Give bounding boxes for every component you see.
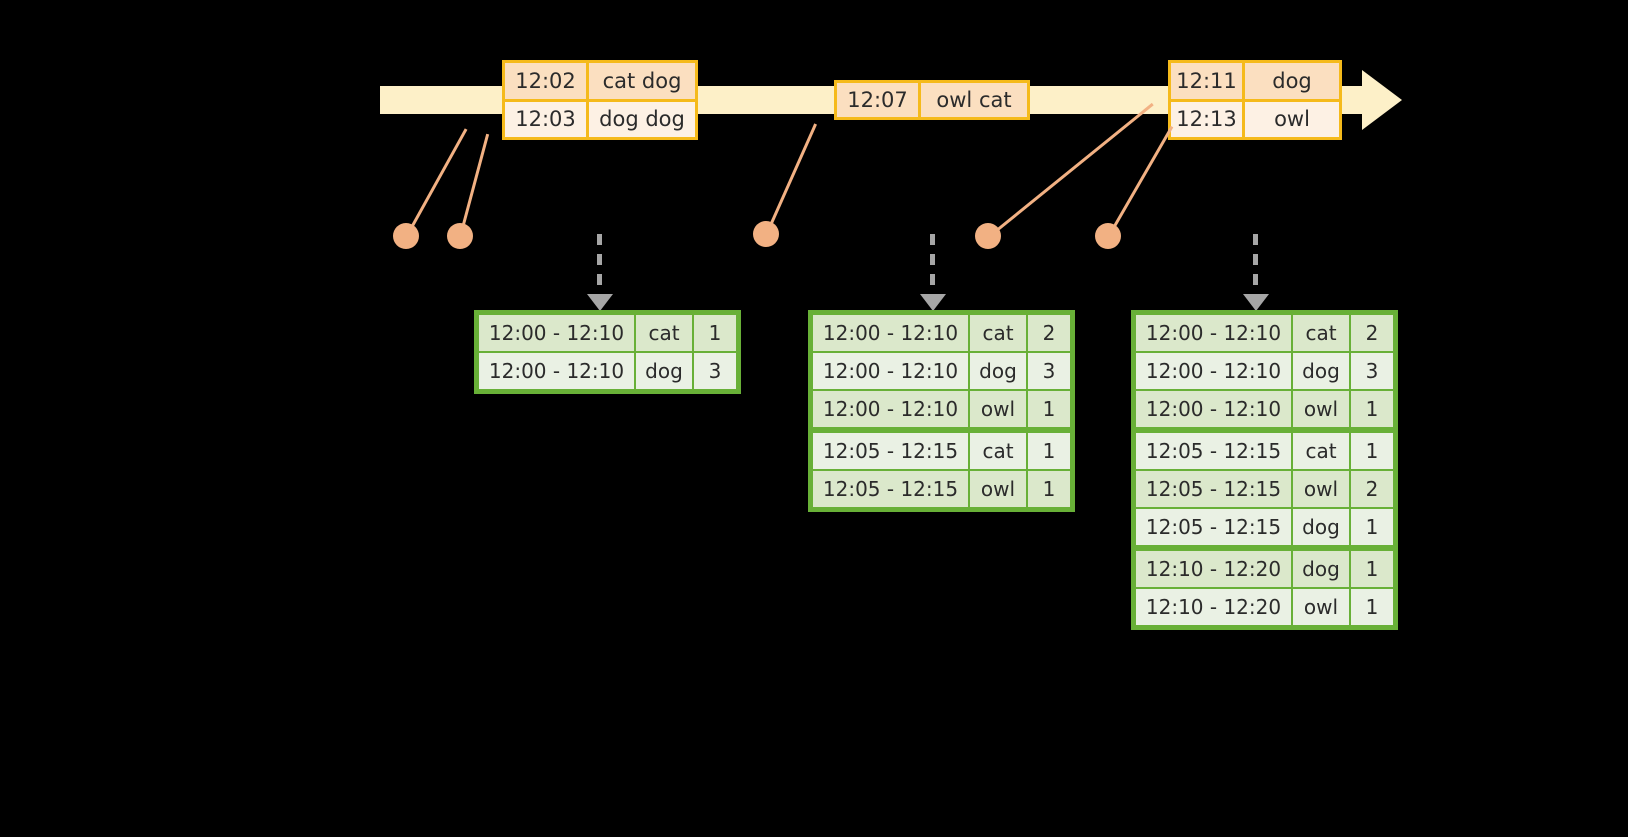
event-time: 12:02	[505, 63, 589, 99]
key-cell: owl	[1293, 391, 1349, 427]
event-payload: dog	[1245, 63, 1339, 99]
flow-arrow-head	[1243, 294, 1269, 311]
key-cell: dog	[636, 353, 692, 389]
window-cell: 12:00 - 12:10	[1136, 353, 1291, 389]
window-cell: 12:00 - 12:10	[1136, 315, 1291, 351]
event-payload: owl	[1245, 101, 1339, 137]
count-cell: 1	[1028, 391, 1070, 427]
window-cell: 12:10 - 12:20	[1136, 589, 1291, 625]
flow-arrow-head	[920, 294, 946, 311]
window-cell: 12:05 - 12:15	[1136, 433, 1291, 469]
key-cell: cat	[970, 433, 1026, 469]
timeline-arrowhead	[1362, 70, 1402, 130]
window-cell: 12:00 - 12:10	[813, 353, 968, 389]
event-row: 12:07 owl cat	[837, 83, 1027, 117]
connector-line	[404, 128, 468, 239]
key-cell: dog	[1293, 353, 1349, 389]
count-cell: 3	[694, 353, 736, 389]
window-cell: 12:00 - 12:10	[813, 315, 968, 351]
window-cell: 12:00 - 12:10	[1136, 391, 1291, 427]
count-cell: 3	[1351, 353, 1393, 389]
event-time: 12:11	[1171, 63, 1245, 99]
connector-line	[1106, 125, 1174, 239]
count-cell: 1	[694, 315, 736, 351]
window-cell: 12:10 - 12:20	[1136, 551, 1291, 587]
event-payload: cat dog	[589, 63, 695, 99]
connector-line	[458, 133, 490, 238]
window-cell: 12:05 - 12:15	[813, 433, 968, 469]
event-group-1[interactable]: 12:02 cat dog 12:03 dog dog	[502, 60, 698, 140]
flow-arrow-shaft	[930, 234, 935, 296]
key-cell: dog	[970, 353, 1026, 389]
connector-line	[987, 102, 1154, 239]
connector-line	[764, 123, 817, 237]
event-dot[interactable]	[393, 223, 419, 249]
event-payload: dog dog	[589, 101, 695, 137]
event-row: 12:02 cat dog	[505, 63, 695, 99]
window-cell: 12:00 - 12:10	[813, 391, 968, 427]
flow-arrow-head	[587, 294, 613, 311]
count-cell: 1	[1351, 551, 1393, 587]
count-cell: 1	[1351, 509, 1393, 545]
key-cell: owl	[1293, 471, 1349, 507]
key-cell: owl	[970, 471, 1026, 507]
key-cell: cat	[636, 315, 692, 351]
event-time: 12:03	[505, 101, 589, 137]
key-cell: cat	[1293, 433, 1349, 469]
event-dot[interactable]	[447, 223, 473, 249]
count-cell: 1	[1028, 471, 1070, 507]
count-cell: 3	[1028, 353, 1070, 389]
window-cell: 12:05 - 12:15	[813, 471, 968, 507]
event-dot[interactable]	[1095, 223, 1121, 249]
flow-arrow-shaft	[597, 234, 602, 296]
count-cell: 1	[1351, 589, 1393, 625]
event-group-2[interactable]: 12:07 owl cat	[834, 80, 1030, 120]
count-cell: 2	[1351, 315, 1393, 351]
event-row: 12:03 dog dog	[505, 98, 695, 137]
key-cell: owl	[1293, 589, 1349, 625]
event-group-3[interactable]: 12:11 dog 12:13 owl	[1168, 60, 1342, 140]
count-cell: 1	[1028, 433, 1070, 469]
key-cell: dog	[1293, 551, 1349, 587]
window-cell: 12:00 - 12:10	[479, 315, 634, 351]
event-time: 12:07	[837, 83, 921, 117]
window-cell: 12:00 - 12:10	[479, 353, 634, 389]
event-dot[interactable]	[753, 221, 779, 247]
event-dot[interactable]	[975, 223, 1001, 249]
key-cell: cat	[1293, 315, 1349, 351]
count-cell: 2	[1351, 471, 1393, 507]
event-time: 12:13	[1171, 101, 1245, 137]
key-cell: cat	[970, 315, 1026, 351]
count-cell: 2	[1028, 315, 1070, 351]
flow-arrow-shaft	[1253, 234, 1258, 296]
count-cell: 1	[1351, 433, 1393, 469]
event-row: 12:13 owl	[1171, 98, 1339, 137]
window-cell: 12:05 - 12:15	[1136, 509, 1291, 545]
event-payload: owl cat	[921, 83, 1027, 117]
window-cell: 12:05 - 12:15	[1136, 471, 1291, 507]
key-cell: dog	[1293, 509, 1349, 545]
count-cell: 1	[1351, 391, 1393, 427]
event-row: 12:11 dog	[1171, 63, 1339, 99]
key-cell: owl	[970, 391, 1026, 427]
